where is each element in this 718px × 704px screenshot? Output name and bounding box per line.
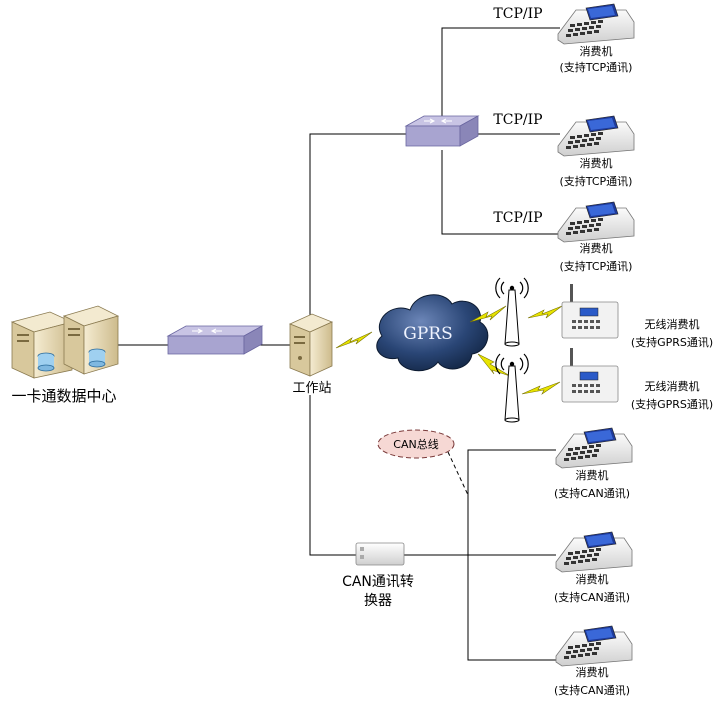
terminal-support: (支持TCP通讯): [560, 60, 633, 74]
terminal-support: (支持CAN通讯): [554, 590, 630, 604]
pos-terminal-tcp-2: 消费机 (支持TCP通讯): [557, 115, 635, 188]
tcp-link-label: TCP/IP: [493, 112, 542, 128]
terminal-name: 消费机: [576, 572, 609, 586]
antenna-tower-icon: [495, 277, 529, 347]
bolt-icon: [469, 305, 507, 323]
terminal-support: (支持GPRS通讯): [631, 335, 713, 349]
server-icon: [62, 305, 120, 375]
can-converter-label-2: 换器: [364, 592, 392, 609]
link-workstation-switch-top: [309, 133, 406, 318]
can-converter-label-1: CAN通讯转: [342, 574, 414, 590]
pos-terminal-tcp-3: 消费机 (支持TCP通讯): [557, 201, 635, 273]
terminal-name: 消费机: [580, 44, 613, 58]
terminal-name: 消费机: [576, 468, 609, 482]
gprs-label: GPRS: [403, 324, 452, 344]
pos-terminal-tcp-1: 消费机 (支持TCP通讯): [557, 3, 635, 74]
can-bus-line: [467, 449, 556, 661]
pos-terminal-icon: [555, 625, 633, 667]
can-bus-pointer: [447, 451, 469, 496]
wireless-pos-icon: [561, 283, 619, 339]
terminal-name: 消费机: [580, 156, 613, 170]
pos-terminal-icon: [557, 115, 635, 157]
terminal-support: (支持TCP通讯): [560, 174, 633, 188]
data-center-label: 一卡通数据中心: [11, 387, 116, 405]
tcp-link-label: TCP/IP: [493, 6, 542, 22]
bolt-icon: [335, 331, 373, 349]
pos-terminal-icon: [555, 531, 633, 573]
antenna-tower-icon: [495, 353, 529, 423]
workstation-label: 工作站: [292, 381, 331, 396]
can-bus-callout: CAN总线: [377, 429, 455, 459]
link-tcp-3: [441, 150, 560, 235]
link-tcp-1: [441, 27, 560, 120]
pos-terminal-icon: [557, 201, 635, 243]
bolt-icon: [477, 353, 511, 377]
data-center-servers: 一卡通数据中心: [10, 305, 120, 405]
pos-terminal-icon: [555, 427, 633, 469]
can-converter-icon: [355, 542, 405, 566]
wireless-terminal-2: 无线消费机 (支持GPRS通讯): [561, 347, 713, 411]
terminal-support: (支持CAN通讯): [554, 683, 630, 697]
bolt-icon: [521, 381, 561, 395]
terminal-support: (支持TCP通讯): [560, 259, 633, 273]
pos-terminal-can-1: 消费机 (支持CAN通讯): [554, 427, 633, 500]
terminal-support: (支持GPRS通讯): [631, 397, 713, 411]
terminal-name: 消费机: [580, 241, 613, 255]
wireless-pos-icon: [561, 347, 619, 403]
wireless-terminal-1: 无线消费机 (支持GPRS通讯): [561, 283, 713, 349]
lightning-bolts: [335, 305, 563, 395]
connection-lines: [118, 27, 560, 661]
tcp-terminal-group: TCP/IP TCP/IP TCP/IP: [493, 6, 542, 226]
switch-icon: [166, 325, 264, 355]
server-icon: [10, 311, 74, 379]
can-bus-label: CAN总线: [393, 437, 438, 451]
switch-icon: [404, 115, 480, 147]
pos-terminal-icon: [557, 3, 635, 45]
tcp-link-label: TCP/IP: [493, 210, 542, 226]
terminal-name: 无线消费机: [645, 317, 700, 331]
workstation-icon: [288, 313, 334, 377]
bolt-icon: [527, 305, 563, 319]
link-workstation-can: [309, 395, 356, 556]
pos-terminal-can-3: 消费机 (支持CAN通讯): [554, 625, 633, 697]
pos-terminal-can-2: 消费机 (支持CAN通讯): [554, 531, 633, 604]
gprs-cloud: GPRS: [376, 294, 489, 372]
terminal-name: 无线消费机: [645, 379, 700, 393]
terminal-support: (支持CAN通讯): [554, 486, 630, 500]
terminal-name: 消费机: [576, 665, 609, 679]
